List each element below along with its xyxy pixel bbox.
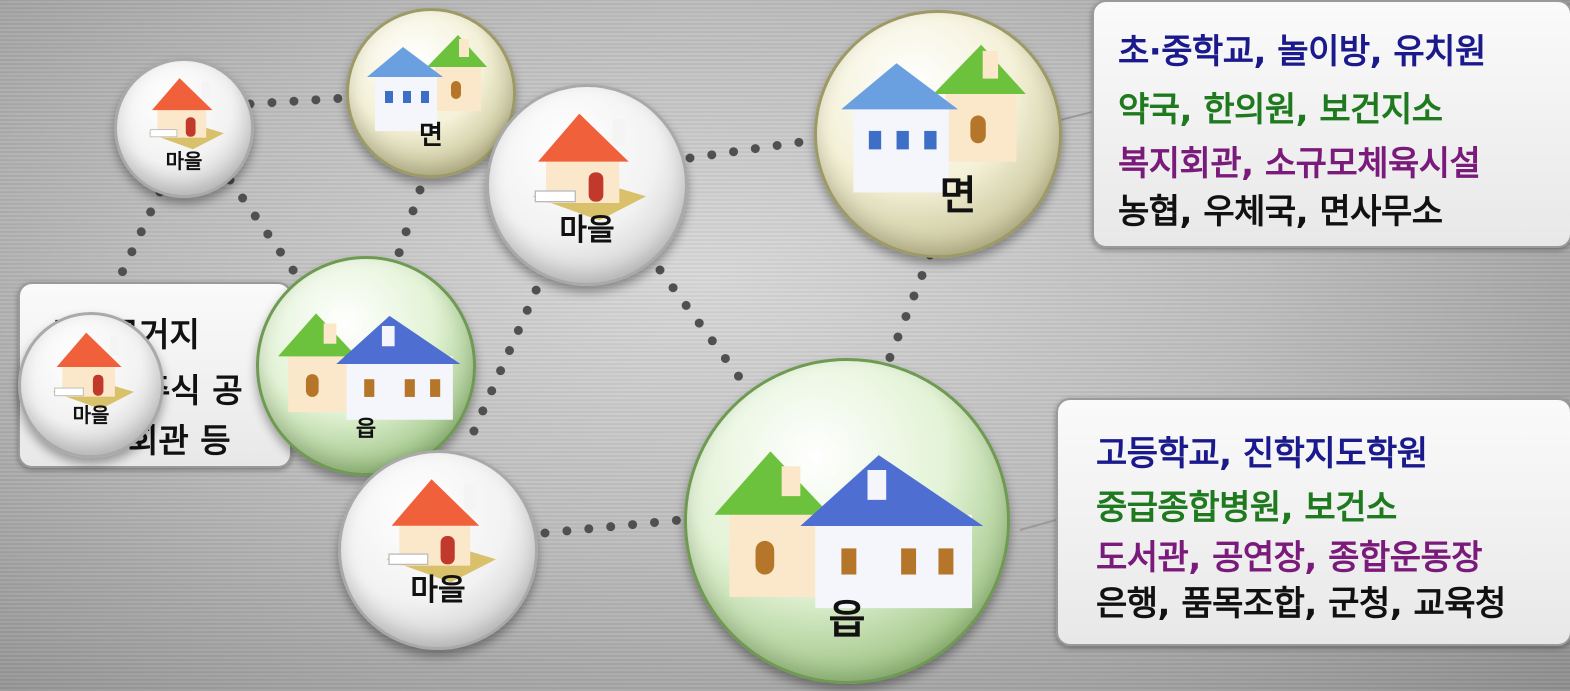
link-myeon-eup-small (390, 185, 425, 270)
village-bubble-2: 마을 (486, 84, 688, 286)
myeon-facilities-box: 초·중학교, 놀이방, 유치원 약국, 한의원, 보건지소 복지회관, 소규모체… (1092, 0, 1570, 248)
link-village1-eup-small (225, 175, 305, 285)
village-label-4: 마을 (72, 403, 110, 427)
myeon-facility-line-3: 복지회관, 소규모체육시설 (1118, 144, 1481, 184)
village-bubble-1: 마을 (114, 58, 254, 198)
myeon-facility-line-4: 농협, 우체국, 면사무소 (1118, 192, 1443, 232)
eup-facility-line-2: 중급종합병원, 보건소 (1096, 488, 1397, 528)
eup-label-large: 읍 (828, 597, 866, 643)
link-myeon-large-eup-large (880, 250, 935, 375)
town-house-icon (278, 313, 461, 420)
link-village1-myeon (245, 93, 350, 109)
eup-bubble-small: 읍 (256, 256, 476, 476)
village-label-3: 마을 (410, 573, 466, 608)
myeon-facility-line-2: 약국, 한의원, 보건지소 (1118, 90, 1443, 130)
myeon-bubble-small: 면 (346, 8, 516, 178)
eup-facility-line-3: 도서관, 공연장, 종합운동장 (1096, 538, 1483, 578)
house-icon (52, 332, 134, 410)
village-bubble-4: 마을 (18, 312, 164, 458)
callout-myeon (1059, 111, 1093, 121)
village-label-1: 마을 (165, 149, 203, 173)
village-label-2: 마을 (559, 213, 615, 248)
link-village2-village3 (465, 265, 550, 445)
eup-facility-line-4: 은행, 품목조합, 군청, 교육청 (1096, 584, 1506, 624)
link-village3-eup-large (540, 515, 685, 538)
townhouse-icon (367, 35, 487, 131)
town-house-icon (714, 451, 984, 609)
eup-label-small: 읍 (355, 417, 377, 442)
link-village2-myeon-large (685, 135, 820, 163)
house-icon (532, 113, 646, 221)
callout-eup (1019, 519, 1057, 531)
eup-bubble-large: 읍 (684, 358, 1010, 684)
myeon-label-large: 면 (939, 173, 977, 219)
link-village1-village4 (90, 187, 165, 335)
eup-facility-line-1: 고등학교, 진학지도학원 (1096, 434, 1428, 474)
townhouse-icon (841, 44, 1026, 193)
house-icon (148, 78, 224, 150)
myeon-facility-line-1: 초·중학교, 놀이방, 유치원 (1118, 32, 1486, 72)
eup-facilities-box: 고등학교, 진학지도학원 중급종합병원, 보건소 도서관, 공연장, 종합운동장… (1056, 398, 1570, 646)
myeon-label-small: 면 (419, 121, 443, 151)
village-bubble-3: 마을 (338, 450, 538, 650)
myeon-bubble-large: 면 (814, 10, 1062, 258)
link-village2-eup-large (655, 265, 750, 390)
house-icon (386, 479, 496, 583)
